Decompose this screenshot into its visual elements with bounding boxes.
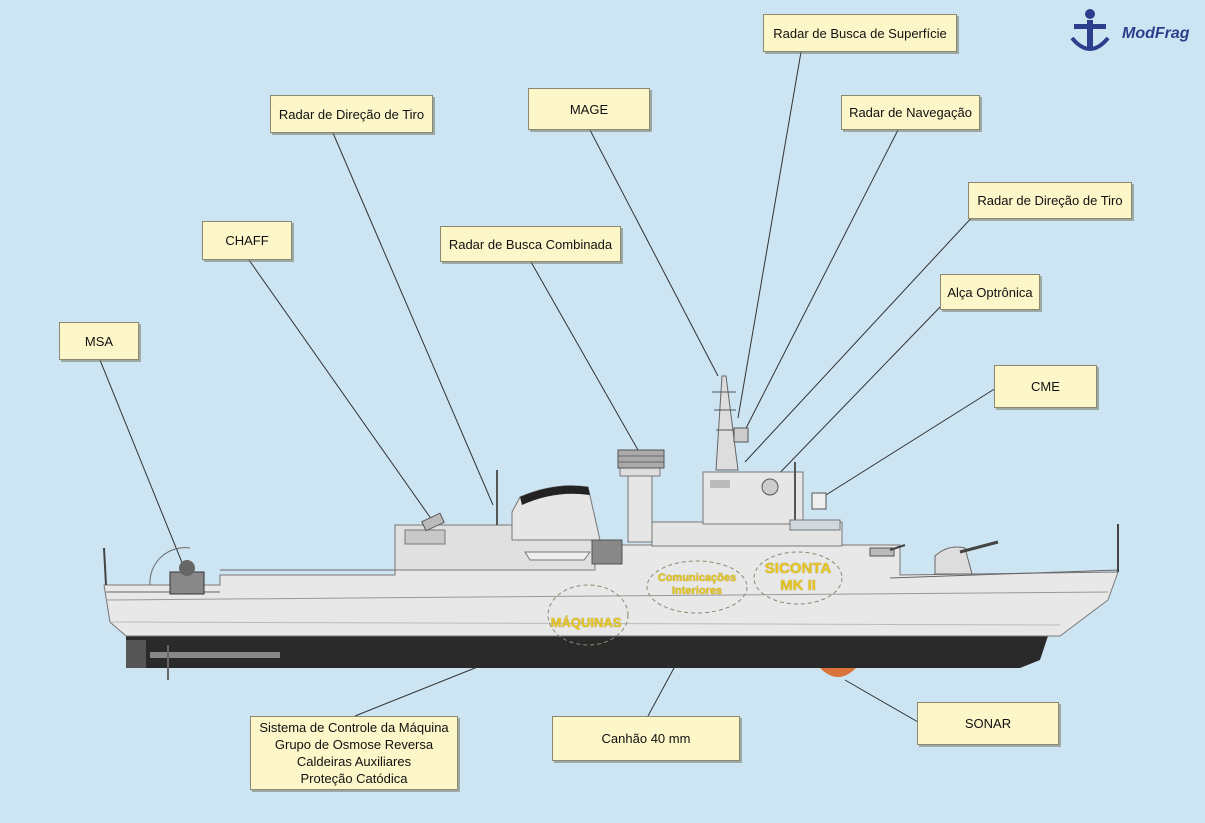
maquinas-item: Grupo de Osmose Reversa [274,737,434,752]
zone-label-siconta: SICONTA MK II [752,560,844,594]
radar-antenna [617,449,665,469]
radar-platform [619,467,661,477]
waterline [111,621,1061,626]
zone-label-comunicacoes-line1: Comunicações [657,572,737,584]
logo-text: ModFrag [1122,25,1190,42]
radar-tower [627,471,653,543]
bridge [702,471,804,525]
optronic-director [761,478,779,496]
leader-radar-direcao-tiro-fwd [744,213,976,463]
zone-siconta-circle [753,551,843,605]
msa-dish [179,560,195,576]
deck-line [105,591,1109,601]
zone-label-siconta-line1: SICONTA [764,560,832,577]
leader-radar-busca-combinada [530,261,639,451]
leader-radar-direcao-tiro-aft [332,132,494,506]
leader-radar-busca-superficie [737,51,802,419]
gun-40mm-barrel [889,544,906,551]
leader-alca-optronica [769,304,943,484]
leader-radar-navegacao [739,129,899,441]
callout-chaff: CHAFF [202,221,292,260]
sonar-dome [820,668,856,677]
callout-msa: MSA [59,322,139,360]
zone-label-siconta-line2: MK II [780,577,816,594]
logo: ModFrag [1068,8,1198,60]
bridge-window [710,480,730,488]
callout-canhao: Canhão 40 mm [552,716,740,761]
gun-40mm [869,547,895,557]
main-mast [715,375,739,471]
leader-chaff [248,259,433,521]
maquinas-item: Caldeiras Auxiliares [296,754,412,769]
callout-maquinas-list: Sistema de Controle da Máquina Grupo de … [250,716,458,790]
chaff-launcher [421,512,445,532]
maquinas-item: Sistema de Controle da Máquina [259,720,449,735]
radar-antenna-grid [618,455,664,463]
callout-radar-direcao-tiro-aft: Radar de Direção de Tiro [270,95,433,133]
anchor-seal-icon [1070,9,1110,51]
zone-label-maquinas: MÁQUINAS [550,615,622,630]
leader-sonar [844,679,919,723]
fcs-cabin [789,519,841,531]
propeller-shaft [150,652,280,658]
zone-label-comunicacoes-line2: Interiores [671,585,723,597]
funnel-cap [520,485,590,505]
zone-maquinas-circle [547,584,629,646]
navigation-radar [733,427,749,443]
callout-sonar: SONAR [917,702,1059,745]
ensign-staff [103,547,107,586]
hull-bottom [126,636,1048,668]
air-intake [591,539,623,565]
callout-radar-busca-combinada: Radar de Busca Combinada [440,226,621,262]
leader-mage [589,129,719,377]
rudder [126,640,146,668]
hangar-window [404,529,446,545]
leader-cme [817,387,997,501]
maquinas-item: Proteção Catódica [300,771,408,786]
callout-radar-busca-superficie: Radar de Busca de Superfície [763,14,957,52]
main-gun-barrel [959,540,999,554]
rescue-boat [524,551,591,561]
zone-label-comunicacoes: Comunicações Interiores [645,572,749,598]
callout-alca-optronica: Alça Optrônica [940,274,1040,310]
callout-radar-navegacao: Radar de Navegação [841,95,980,130]
callout-mage: MAGE [528,88,650,130]
callout-cme: CME [994,365,1097,408]
main-gun-turret [934,546,973,575]
zone-comunicacoes-circle [646,560,748,614]
msa-arc [149,547,191,586]
leader-msa [99,359,184,566]
callout-radar-direcao-tiro-fwd: Radar de Direção de Tiro [968,182,1132,219]
cme-dome [811,492,827,510]
